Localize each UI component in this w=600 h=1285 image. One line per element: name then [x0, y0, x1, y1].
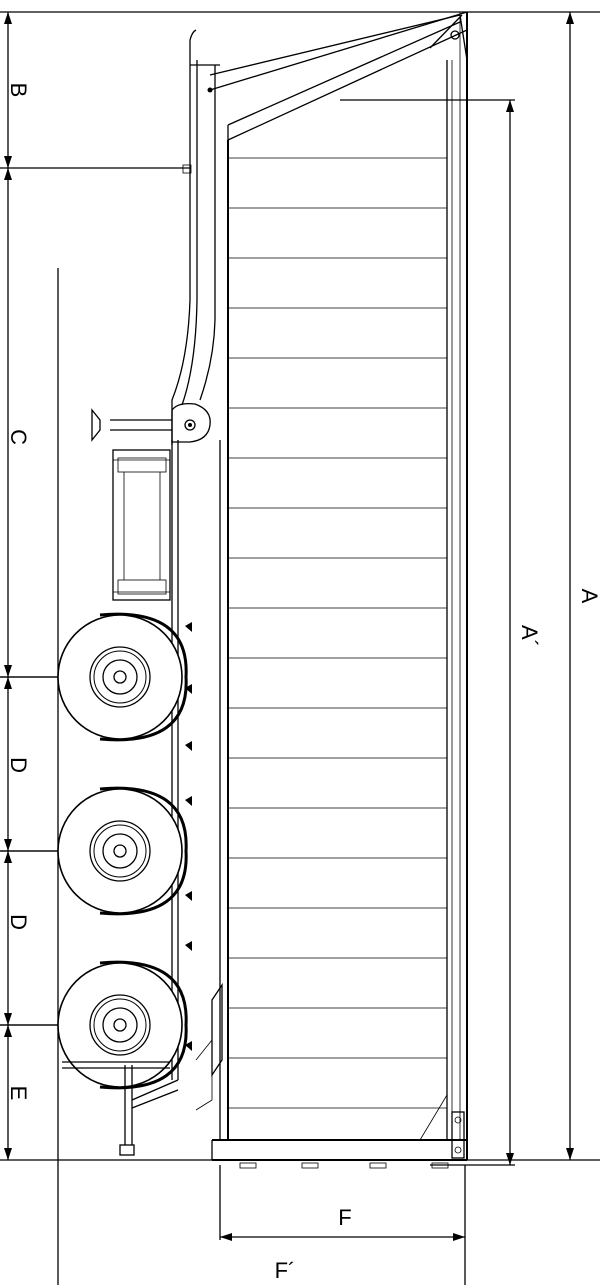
rear-support: [62, 1061, 179, 1156]
label-E: E: [6, 1086, 31, 1101]
front-frame: [91, 29, 220, 445]
label-C: C: [6, 429, 31, 445]
label-A-prime: A´: [517, 625, 542, 647]
label-D-2: D: [6, 914, 31, 930]
label-A: A: [577, 589, 600, 604]
label-B: B: [6, 83, 31, 98]
label-F-prime: F´: [275, 1258, 296, 1283]
dimension-labels: A A´ B C D D E F F´: [6, 83, 600, 1283]
chassis: [112, 440, 223, 1140]
right-dimensions: [340, 12, 574, 1166]
wheel: [0, 960, 188, 1090]
body-panel-stripes: [228, 157, 447, 1109]
left-dimension-chain: [0, 12, 190, 1160]
reference-lines: [0, 11, 600, 1285]
tipping-boom: [207, 11, 468, 141]
wheel: [0, 612, 188, 742]
label-D-1: D: [6, 757, 31, 773]
label-F: F: [338, 1205, 351, 1230]
wheel-group: [0, 612, 188, 1090]
trailer-body: [211, 12, 468, 1169]
bottom-dimensions: [220, 1233, 465, 1241]
wheel: [0, 786, 188, 916]
